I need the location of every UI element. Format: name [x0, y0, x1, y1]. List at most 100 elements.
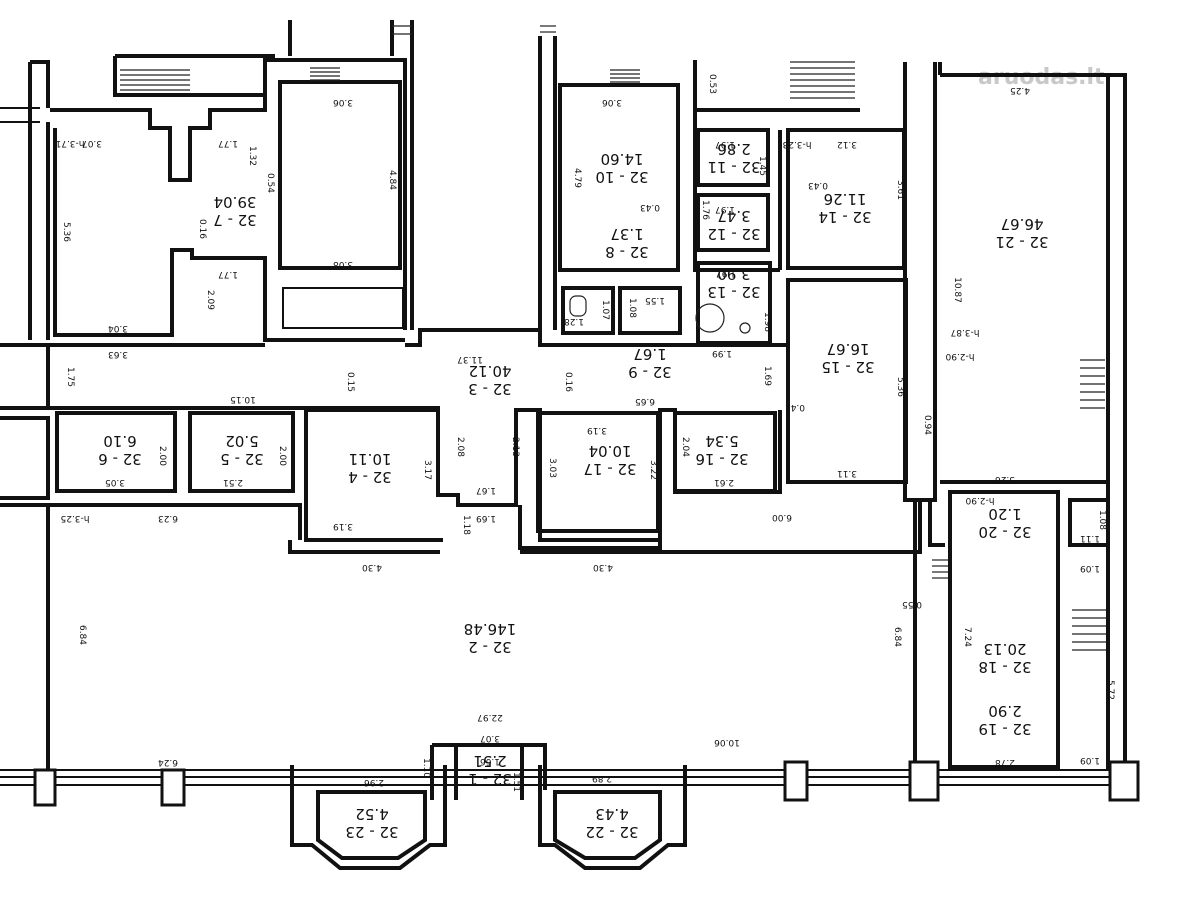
dimension-label: 1.67 — [476, 485, 496, 495]
dimension-label: 2.51 — [223, 477, 243, 487]
dimension-label: 3.12 — [837, 139, 857, 149]
room-area: 2.86 — [717, 140, 750, 158]
dimension-label: h-3.71 — [56, 138, 85, 148]
dimension-label: 6.23 — [158, 513, 178, 523]
dimension-label: 0.43 — [640, 202, 660, 212]
dimension-label: 3.04 — [108, 323, 128, 333]
room-label: 32 - 91.67 — [628, 345, 672, 381]
dimension-label: 1.07 — [600, 300, 610, 320]
dimension-label: 0.42 — [785, 402, 805, 412]
dimension-label: 6.84 — [892, 627, 902, 647]
room-label: 32 - 739.04 — [213, 193, 257, 229]
dimension-label: 11.37 — [457, 354, 483, 364]
room-id: 32 - 9 — [628, 363, 672, 381]
dimension-label: 10.15 — [230, 394, 256, 404]
dimension-label: 1.18 — [461, 515, 471, 535]
dimension-label: 0.55 — [902, 599, 922, 609]
dimension-label: 4.30 — [593, 562, 613, 572]
dimension-label: 3.22 — [648, 460, 658, 480]
dimension-label: 0.94 — [922, 415, 932, 435]
room-label: 32 - 66.10 — [98, 432, 142, 468]
dimension-label: 5.72 — [1105, 680, 1115, 700]
room-id: 32 - 4 — [348, 468, 392, 486]
watermark: aruodas.lt — [978, 65, 1105, 90]
room-label: 32 - 224.43 — [585, 805, 638, 841]
room-area: 2.90 — [988, 702, 1021, 720]
dimension-label: 3.19 — [333, 521, 353, 531]
dimension-label: 3.63 — [108, 349, 128, 359]
dimension-label: 2.61 — [714, 477, 734, 487]
room-area: 40.12 — [469, 362, 512, 380]
dimension-label: 1.77 — [218, 269, 238, 279]
dimension-label: h-3.87 — [951, 327, 980, 337]
room-id: 32 - 5 — [220, 450, 264, 468]
dimension-label: 4.84 — [387, 170, 397, 190]
dimension-label: 1.97 — [715, 139, 735, 149]
dimension-label: 5.36 — [61, 222, 71, 242]
dimension-label: 1.10 — [421, 758, 431, 778]
room-area: 16.67 — [827, 340, 870, 358]
dimension-label: 2.96 — [364, 777, 384, 787]
room-area: 11.26 — [824, 190, 867, 208]
dimension-label: 0.43 — [808, 180, 828, 190]
dimension-label: 1.76 — [700, 200, 710, 220]
room-area: 5.34 — [705, 432, 738, 450]
dimension-label: 22.97 — [477, 712, 503, 722]
room-label: 32 - 192.90 — [978, 702, 1031, 738]
room-area: 10.11 — [349, 450, 392, 468]
room-id: 32 - 10 — [595, 168, 648, 186]
room-label: 32 - 201.20 — [978, 505, 1031, 541]
room-label: 32 - 12.51 — [468, 752, 512, 788]
dimension-label: 1.75 — [65, 367, 75, 387]
dimension-label: 10.06 — [714, 737, 740, 747]
dimension-label: h-3.23 — [783, 139, 812, 149]
room-id: 32 - 19 — [978, 720, 1031, 738]
room-area: 4.52 — [355, 805, 388, 823]
dimension-label: h-2.90 — [945, 351, 974, 361]
room-label: 32 - 81.37 — [605, 225, 649, 261]
dimension-label: 3.07 — [82, 138, 102, 148]
dimension-label: 1.69 — [762, 366, 772, 386]
dimension-label: 3.05 — [105, 477, 125, 487]
room-id: 32 - 21 — [995, 233, 1048, 251]
room-label: 32 - 234.52 — [345, 805, 398, 841]
dimension-label: 1.08 — [627, 298, 637, 318]
dimension-label: h-3.25 — [61, 513, 90, 523]
room-id: 32 - 18 — [978, 658, 1031, 676]
dimension-label: 1.09 — [1080, 563, 1100, 573]
room-area: 14.60 — [601, 150, 644, 168]
dimension-label: 3.17 — [422, 460, 432, 480]
room-area: 2.51 — [473, 752, 506, 770]
room-id: 32 - 23 — [345, 823, 398, 841]
dimension-label: 2.00 — [157, 446, 167, 466]
dimension-label: 1.97 — [715, 204, 735, 214]
room-area: 1.67 — [633, 345, 666, 363]
dimension-label: 1.28 — [564, 316, 584, 326]
room-id: 32 - 14 — [818, 208, 871, 226]
stairs — [120, 25, 1106, 651]
dimension-label: 2.00 — [277, 446, 287, 466]
room-area: 46.67 — [1001, 215, 1044, 233]
dimension-label: 1.51 — [511, 772, 521, 792]
dimension-label: 6.84 — [77, 625, 87, 645]
dimension-label: 4.25 — [1010, 85, 1030, 95]
room-area: 20.13 — [984, 640, 1027, 658]
room-label: 32 - 55.02 — [220, 432, 264, 468]
room-id: 32 - 2 — [468, 638, 512, 656]
dimension-label: 2.13 — [510, 437, 520, 457]
dimension-label: 1.09 — [1080, 755, 1100, 765]
room-id: 32 - 3 — [468, 380, 512, 398]
room-label: 32 - 123.47 — [707, 207, 760, 243]
room-area: 39.04 — [214, 193, 257, 211]
dimension-label: 4.79 — [572, 168, 582, 188]
room-id: 32 - 13 — [707, 283, 760, 301]
dimension-label: 0.16 — [197, 219, 207, 239]
dimension-label: 1.98 — [762, 312, 772, 332]
room-area: 3.47 — [717, 207, 750, 225]
